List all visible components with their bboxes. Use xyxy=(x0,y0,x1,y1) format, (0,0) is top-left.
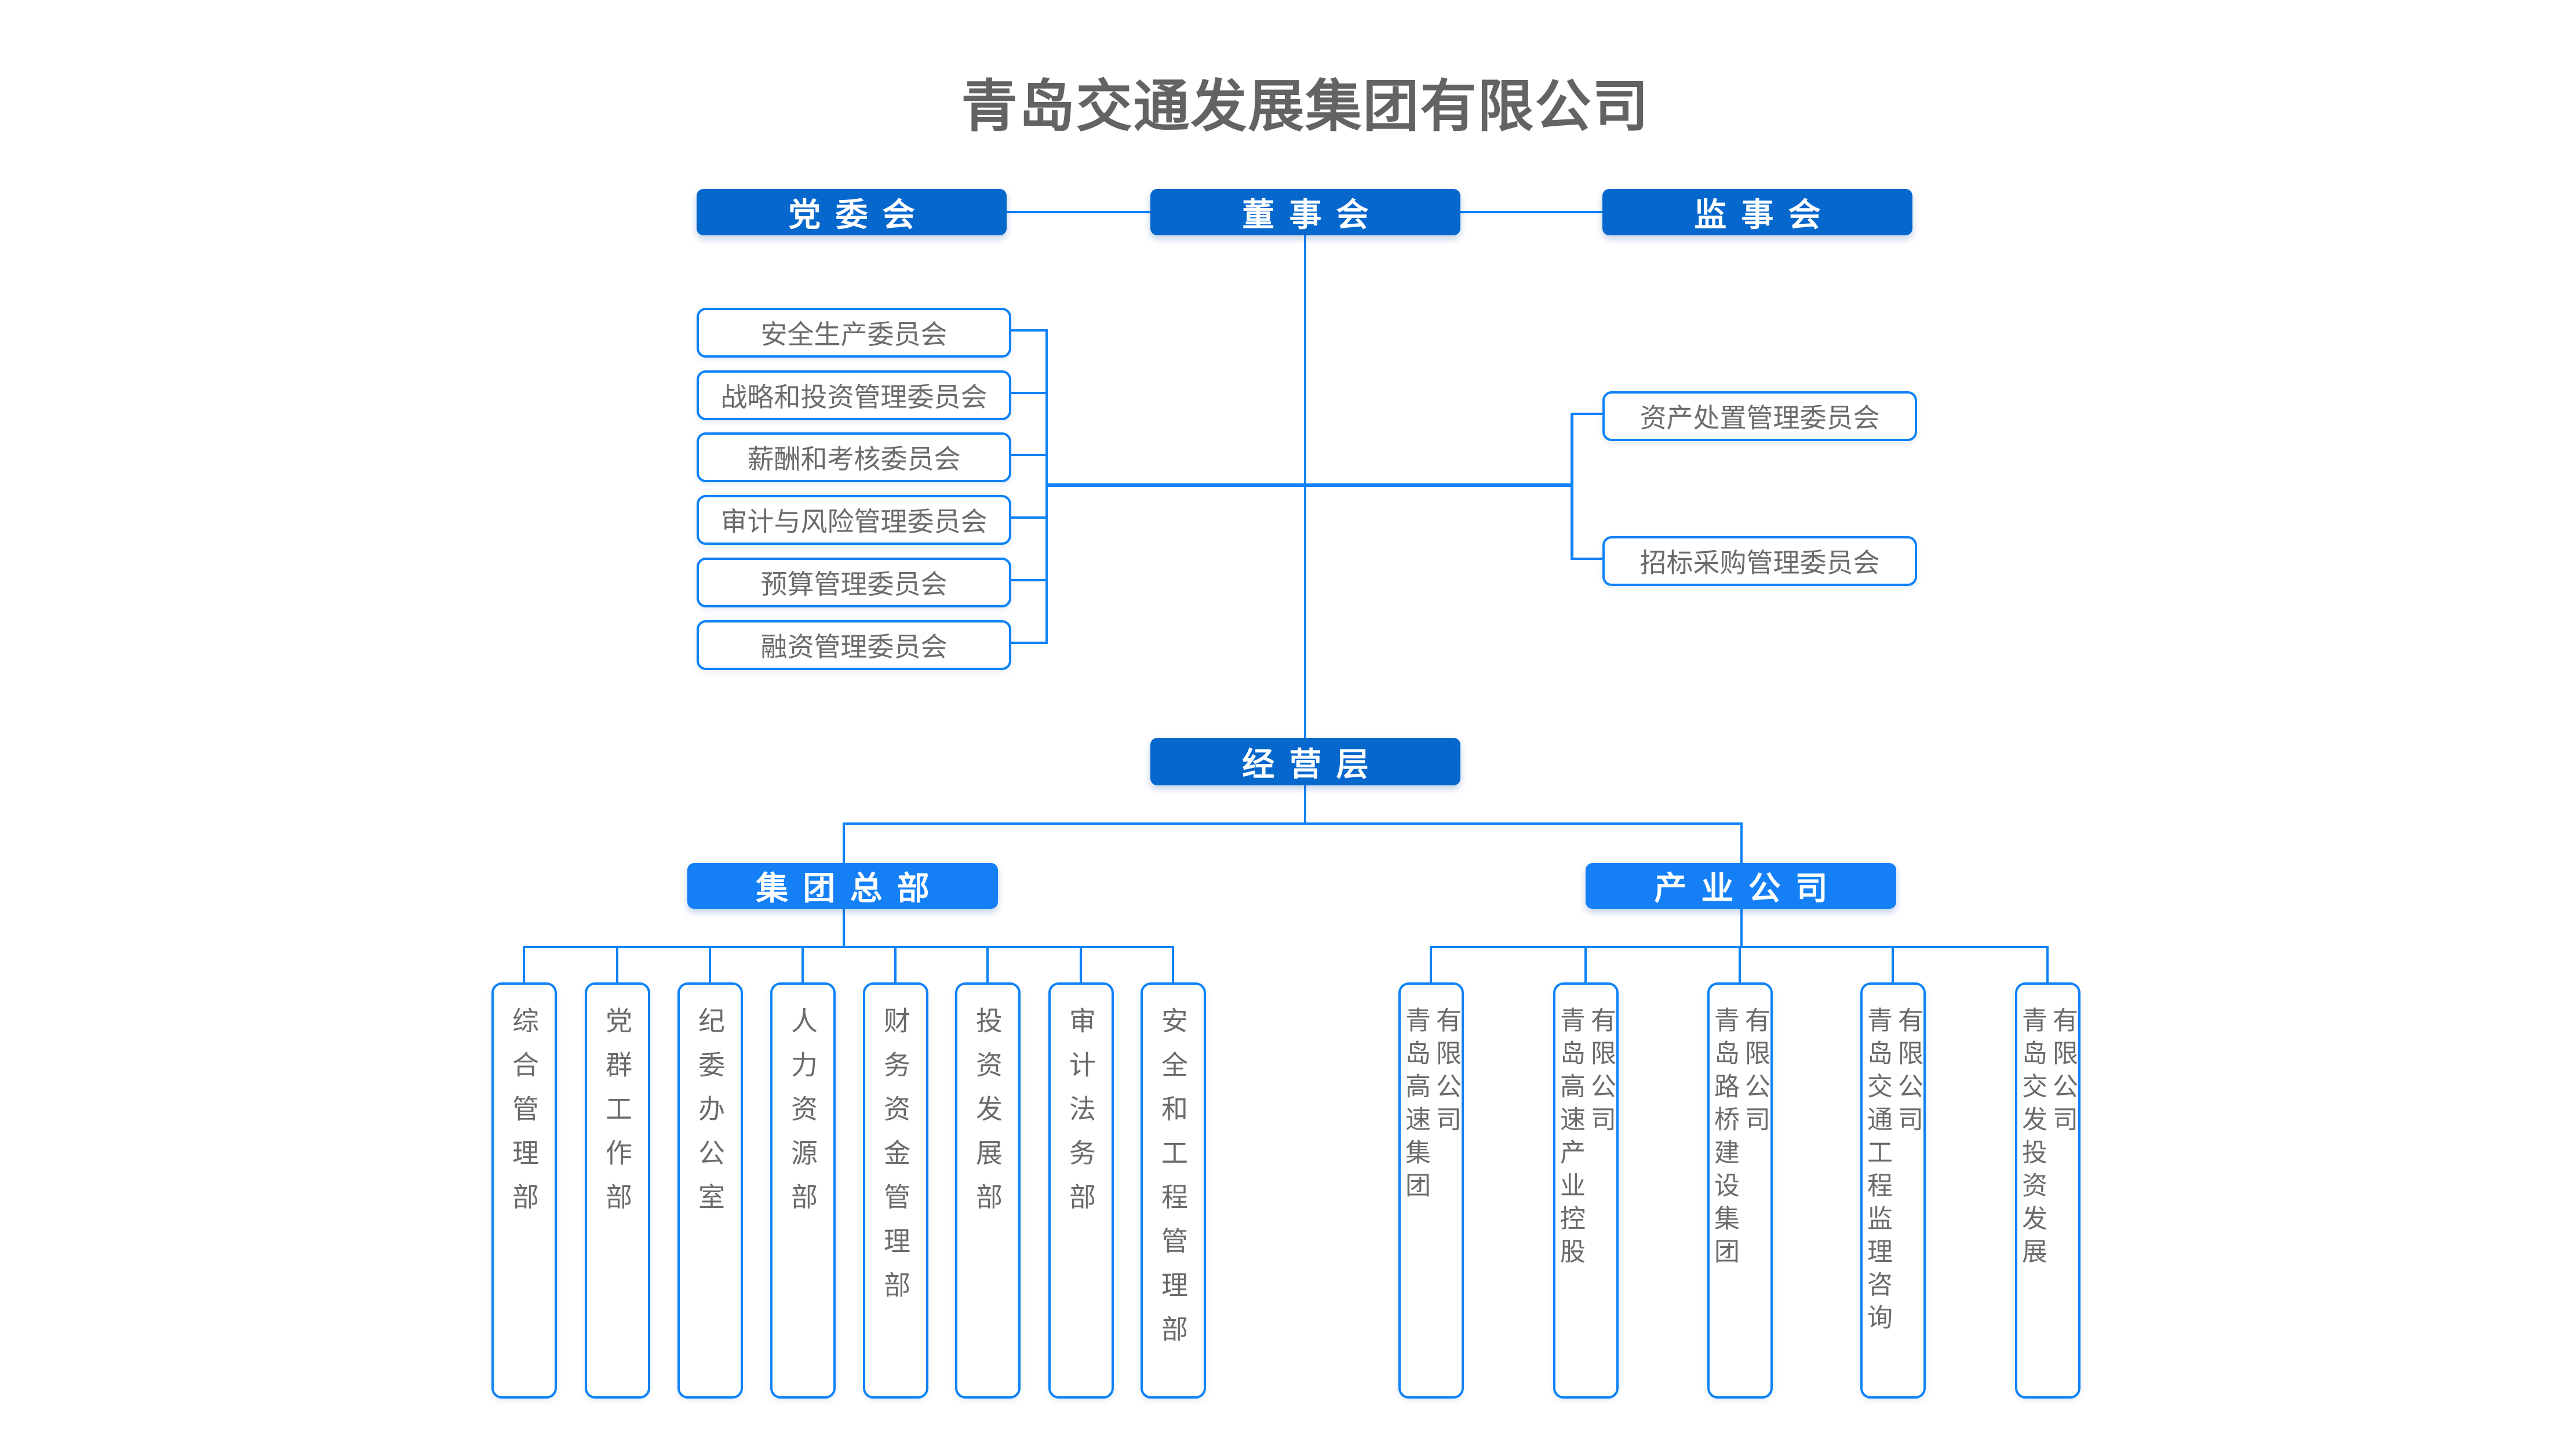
connector-line xyxy=(1584,946,1587,982)
connector-line xyxy=(1007,516,1048,519)
connector-line xyxy=(843,822,845,863)
connector-line xyxy=(1460,211,1602,213)
company-name: 青岛交发投资发展 xyxy=(2018,1007,2046,1271)
connector-line xyxy=(1430,946,1432,982)
connector-line xyxy=(894,946,897,982)
connector-line xyxy=(523,946,525,982)
connector-line xyxy=(1007,211,1150,213)
department-box: 党群工作部 xyxy=(584,982,650,1399)
board-committee-left-box-label: 薪酬和考核委员会 xyxy=(747,444,961,474)
department-label: 安全和工程管理部 xyxy=(1158,1007,1188,1359)
department-box: 纪委办公室 xyxy=(677,982,743,1399)
connector-line xyxy=(1080,946,1082,982)
company-name: 青岛交通工程监理咨询 xyxy=(1863,1007,1892,1337)
department-box: 综合管理部 xyxy=(491,982,557,1399)
board-committee-left-box-label: 融资管理委员会 xyxy=(760,632,948,662)
company-box: 青岛高速产业控股有限公司 xyxy=(1553,982,1619,1399)
company-box: 青岛交通工程监理咨询有限公司 xyxy=(1860,982,1926,1399)
industry-companies-box-label: 产业公司 xyxy=(1654,870,1842,906)
supervisory-board-box: 监事会 xyxy=(1602,189,1912,235)
department-label: 财务资金管理部 xyxy=(880,1007,910,1315)
board-of-directors-box-label: 董事会 xyxy=(1242,196,1383,233)
company-name: 青岛路桥建设集团 xyxy=(1710,1007,1739,1271)
board-committee-left-box-label: 预算管理委员会 xyxy=(760,569,948,599)
management-layer-box: 经营层 xyxy=(1150,738,1460,785)
connector-line xyxy=(801,946,804,982)
department-label: 纪委办公室 xyxy=(695,1007,725,1227)
board-committee-left-box-label: 战略和投资管理委员会 xyxy=(720,382,988,412)
connector-line xyxy=(709,946,711,982)
company-label: 青岛高速产业控股有限公司 xyxy=(1555,985,1616,1271)
board-committee-right-box: 招标采购管理委员会 xyxy=(1602,536,1917,586)
department-label: 综合管理部 xyxy=(509,1007,539,1227)
company-label: 青岛交发投资发展有限公司 xyxy=(2017,985,2078,1271)
connector-line xyxy=(1045,483,1573,487)
company-suffix: 有限公司 xyxy=(1587,1007,1615,1139)
department-box: 财务资金管理部 xyxy=(862,982,928,1399)
company-suffix: 有限公司 xyxy=(1432,1007,1460,1139)
party-committee-box: 党委会 xyxy=(697,189,1007,235)
connector-line xyxy=(1007,454,1048,456)
connector-line xyxy=(1304,785,1306,825)
management-layer-box-label: 经营层 xyxy=(1242,745,1383,782)
department-box: 安全和工程管理部 xyxy=(1140,982,1206,1399)
department-box: 投资发展部 xyxy=(954,982,1021,1399)
connector-line xyxy=(843,822,1743,825)
connector-line xyxy=(1571,558,1602,560)
department-box: 人力资源部 xyxy=(770,982,836,1399)
industry-companies-box: 产业公司 xyxy=(1586,863,1896,909)
board-of-directors-box: 董事会 xyxy=(1150,189,1460,235)
connector-line xyxy=(843,909,845,946)
connector-line xyxy=(616,946,618,982)
department-box: 审计法务部 xyxy=(1048,982,1114,1399)
board-committee-right-box-label: 招标采购管理委员会 xyxy=(1639,548,1880,578)
connector-line xyxy=(1571,413,1573,560)
connector-line xyxy=(986,946,989,982)
board-committee-left-box: 薪酬和考核委员会 xyxy=(697,432,1011,482)
connector-line xyxy=(1892,946,1894,982)
board-committee-right-box-label: 资产处置管理委员会 xyxy=(1639,403,1880,433)
connector-line xyxy=(1571,413,1602,415)
company-label: 青岛高速集团有限公司 xyxy=(1400,985,1462,1205)
board-committee-right-box: 资产处置管理委员会 xyxy=(1602,391,1917,441)
company-name: 青岛高速产业控股 xyxy=(1556,1007,1584,1271)
company-label: 青岛路桥建设集团有限公司 xyxy=(1709,985,1770,1271)
department-label: 党群工作部 xyxy=(602,1007,632,1227)
connector-line xyxy=(523,946,1174,948)
group-headquarters-box: 集团总部 xyxy=(687,863,998,909)
connector-line xyxy=(1007,579,1048,581)
group-headquarters-box-label: 集团总部 xyxy=(756,870,944,906)
connector-line xyxy=(1739,946,1741,982)
board-committee-left-box: 战略和投资管理委员会 xyxy=(697,370,1011,420)
connector-line xyxy=(1007,642,1048,644)
department-label: 审计法务部 xyxy=(1066,1007,1096,1227)
company-box: 青岛高速集团有限公司 xyxy=(1398,982,1464,1399)
page-title: 青岛交通发展集团有限公司 xyxy=(961,75,1650,138)
company-box: 青岛交发投资发展有限公司 xyxy=(2014,982,2081,1399)
board-committee-left-box: 预算管理委员会 xyxy=(697,558,1011,607)
connector-line xyxy=(2046,946,2049,982)
company-suffix: 有限公司 xyxy=(1894,1007,1922,1139)
company-name: 青岛高速集团 xyxy=(1401,1007,1430,1205)
company-label: 青岛交通工程监理咨询有限公司 xyxy=(1862,985,1923,1337)
company-suffix: 有限公司 xyxy=(2049,1007,2077,1139)
connector-line xyxy=(1007,329,1048,332)
board-committee-left-box: 安全生产委员会 xyxy=(697,308,1011,358)
board-committee-left-box-label: 审计与风险管理委员会 xyxy=(720,507,988,537)
connector-line xyxy=(1172,946,1174,982)
company-box: 青岛路桥建设集团有限公司 xyxy=(1707,982,1773,1399)
department-label: 投资发展部 xyxy=(972,1007,1003,1227)
board-committee-left-box: 审计与风险管理委员会 xyxy=(697,495,1011,545)
board-committee-left-box-label: 安全生产委员会 xyxy=(760,319,948,349)
supervisory-board-box-label: 监事会 xyxy=(1694,196,1835,233)
department-label: 人力资源部 xyxy=(788,1007,818,1227)
party-committee-box-label: 党委会 xyxy=(788,196,930,233)
company-suffix: 有限公司 xyxy=(1741,1007,1769,1139)
connector-line xyxy=(1740,909,1743,946)
board-committee-left-box: 融资管理委员会 xyxy=(697,620,1011,670)
connector-line xyxy=(1007,392,1048,394)
connector-line xyxy=(1740,822,1743,863)
